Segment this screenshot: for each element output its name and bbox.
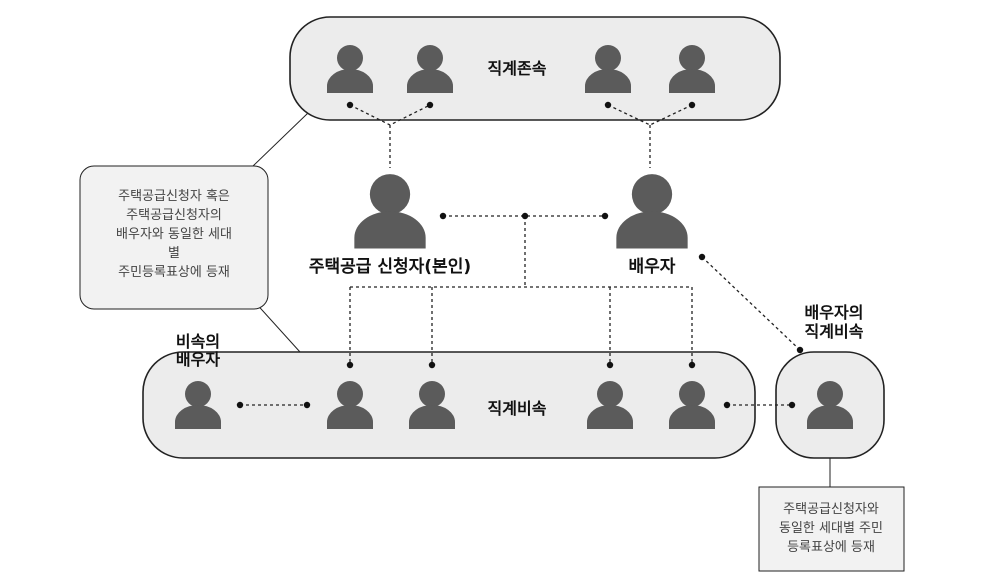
descendant-spouse-label-line2: 배우자 <box>176 350 220 369</box>
note-left-line-2: 주택공급신청자의 <box>126 208 222 223</box>
ancestors-group-box <box>289 16 781 121</box>
note-left-line-4: 별 <box>168 246 180 261</box>
note-right-line-3: 등록표상에 등재 <box>787 540 875 555</box>
spouse-descendant-label-line2: 직계비속 <box>805 322 864 341</box>
spouse-label: 배우자 <box>629 257 676 277</box>
note-right-text: 주택공급신청자와 동일한 세대별 주민 등록표상에 등재 <box>779 502 883 555</box>
ancestors-label: 직계존속 <box>488 59 547 78</box>
applicant-person-icon <box>354 174 426 249</box>
note-left-leader-bottom <box>252 299 301 353</box>
spouse-person-icon <box>616 174 688 249</box>
note-left-line-5: 주민등록표상에 등재 <box>118 265 230 280</box>
descendant-spouse-label-line1: 비속의 <box>176 332 220 351</box>
note-right-line-1: 주택공급신청자와 <box>783 502 879 517</box>
note-left-box <box>79 165 269 310</box>
connector-dots <box>236 101 804 409</box>
note-right-box <box>758 486 905 572</box>
applicant-label: 주택공급 신청자(본인) <box>309 256 471 277</box>
note-left-line-3: 배우자와 동일한 세대 <box>116 227 232 242</box>
descendants-group-box <box>142 351 756 459</box>
note-right-line-2: 동일한 세대별 주민 <box>779 521 883 536</box>
note-left-line-1: 주택공급신청자 혹은 <box>118 189 230 204</box>
note-left-text: 주택공급신청자 혹은 주택공급신청자의 배우자와 동일한 세대 별 주민등록표상… <box>116 189 232 280</box>
spouse-descendant-label-line1: 배우자의 <box>805 303 864 322</box>
note-left-leader-top <box>252 112 309 167</box>
descendants-label: 직계비속 <box>488 399 547 418</box>
